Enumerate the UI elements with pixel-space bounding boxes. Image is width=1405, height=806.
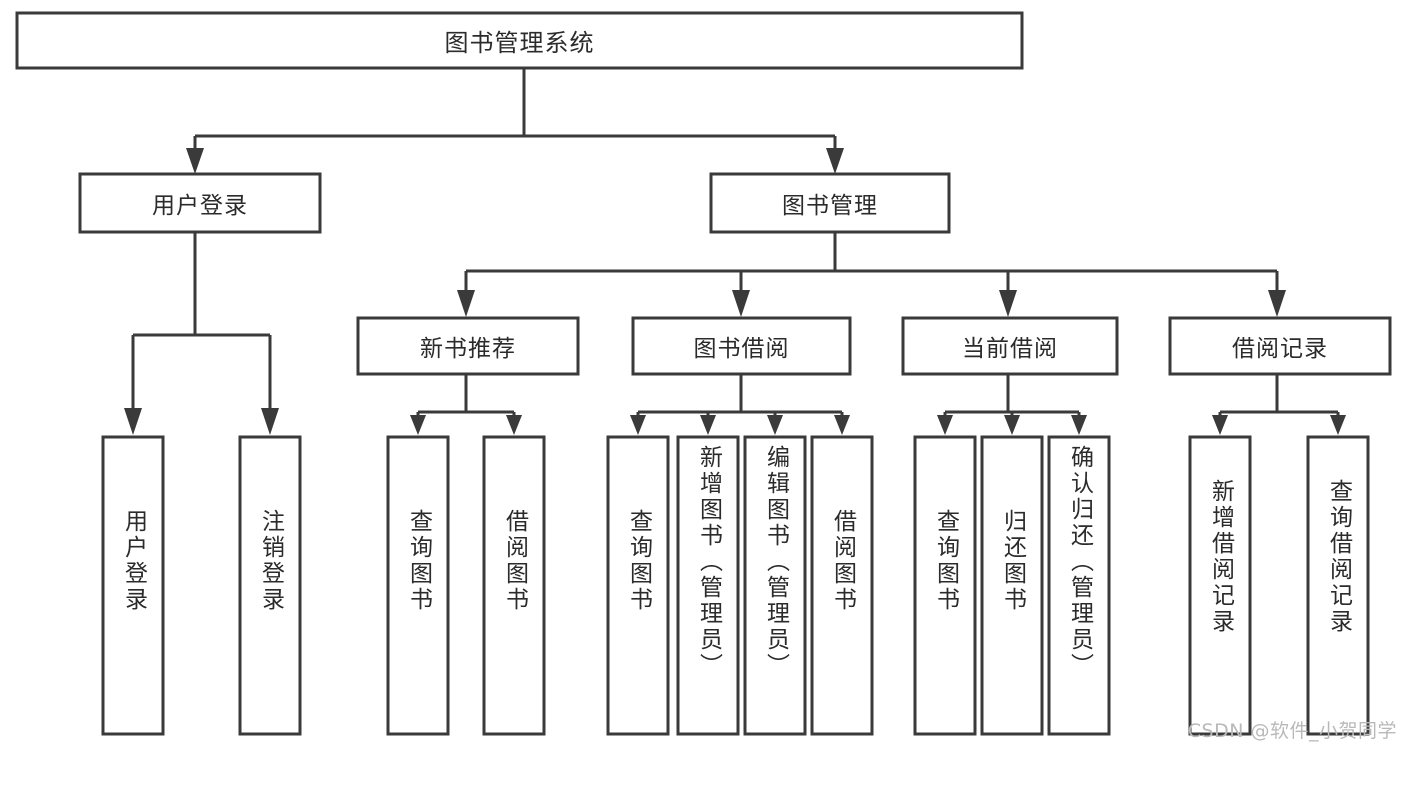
arrowhead-newbook-leaf-2 [506, 415, 522, 435]
arrowhead-borrow-leaf-2 [700, 415, 716, 435]
node-box-root[interactable] [15, 11, 1024, 70]
node-box-current-borrow[interactable] [901, 316, 1119, 376]
arrowhead-borrow-leaf-4 [834, 415, 850, 435]
node-box-user-login[interactable] [78, 172, 322, 234]
node-box-book-borrow[interactable] [631, 316, 852, 376]
leaf-box-add-borrow-record[interactable] [1188, 435, 1252, 736]
hierarchy-diagram-svg [15, 11, 1392, 736]
connector-group-book-mgmt [457, 232, 1286, 317]
connector-group-new-book-rec [410, 374, 522, 435]
arrowhead-newbook-leaf-1 [410, 415, 426, 435]
leaf-box-add-book-admin[interactable] [676, 435, 740, 736]
arrowhead-new-book-rec [457, 290, 475, 317]
arrowhead-leaf-user-login [124, 408, 142, 435]
arrowhead-borrow-record [1268, 290, 1286, 317]
connector-group-borrow-record [1212, 374, 1346, 435]
node-box-borrow-record[interactable] [1168, 316, 1392, 376]
leaf-box-query-book-current[interactable] [913, 435, 977, 736]
leaf-box-query-book-rec[interactable] [386, 435, 450, 736]
arrowhead-user-login [186, 148, 204, 174]
connector-group-book-borrow [630, 374, 850, 435]
arrowhead-current-leaf-2 [1004, 415, 1020, 435]
arrowhead-borrow-leaf-3 [767, 415, 783, 435]
arrowhead-book-mgmt [826, 148, 844, 174]
arrowhead-current-leaf-1 [937, 415, 953, 435]
connector-group-root [186, 68, 844, 174]
node-box-book-management[interactable] [709, 172, 951, 234]
leaf-box-confirm-return-admin[interactable] [1047, 435, 1111, 736]
arrowhead-record-leaf-2 [1330, 415, 1346, 435]
arrowhead-current-leaf-3 [1071, 415, 1087, 435]
arrowhead-current-borrow [999, 290, 1017, 317]
node-box-new-book-recommend[interactable] [356, 316, 580, 376]
leaf-box-query-borrow-record[interactable] [1306, 435, 1370, 736]
leaf-box-logout[interactable] [238, 435, 302, 736]
leaf-box-query-book-borrow[interactable] [606, 435, 670, 736]
leaf-box-borrow-book[interactable] [810, 435, 874, 736]
arrowhead-borrow-leaf-1 [630, 415, 646, 435]
leaf-box-user-login[interactable] [101, 435, 165, 736]
arrowhead-record-leaf-1 [1212, 415, 1228, 435]
leaf-box-return-book[interactable] [980, 435, 1044, 736]
arrowhead-leaf-logout [261, 408, 279, 435]
arrowhead-book-borrow [732, 290, 750, 317]
leaf-box-edit-book-admin[interactable] [743, 435, 807, 736]
leaf-box-borrow-book-rec[interactable] [482, 435, 546, 736]
connector-group-current-borrow [937, 374, 1087, 435]
diagram-canvas: 图书管理系统 用户登录 图书管理 新书推荐 图书借阅 当前借阅 借阅记录 用户登… [15, 11, 1396, 742]
connector-group-user-login [124, 232, 279, 435]
